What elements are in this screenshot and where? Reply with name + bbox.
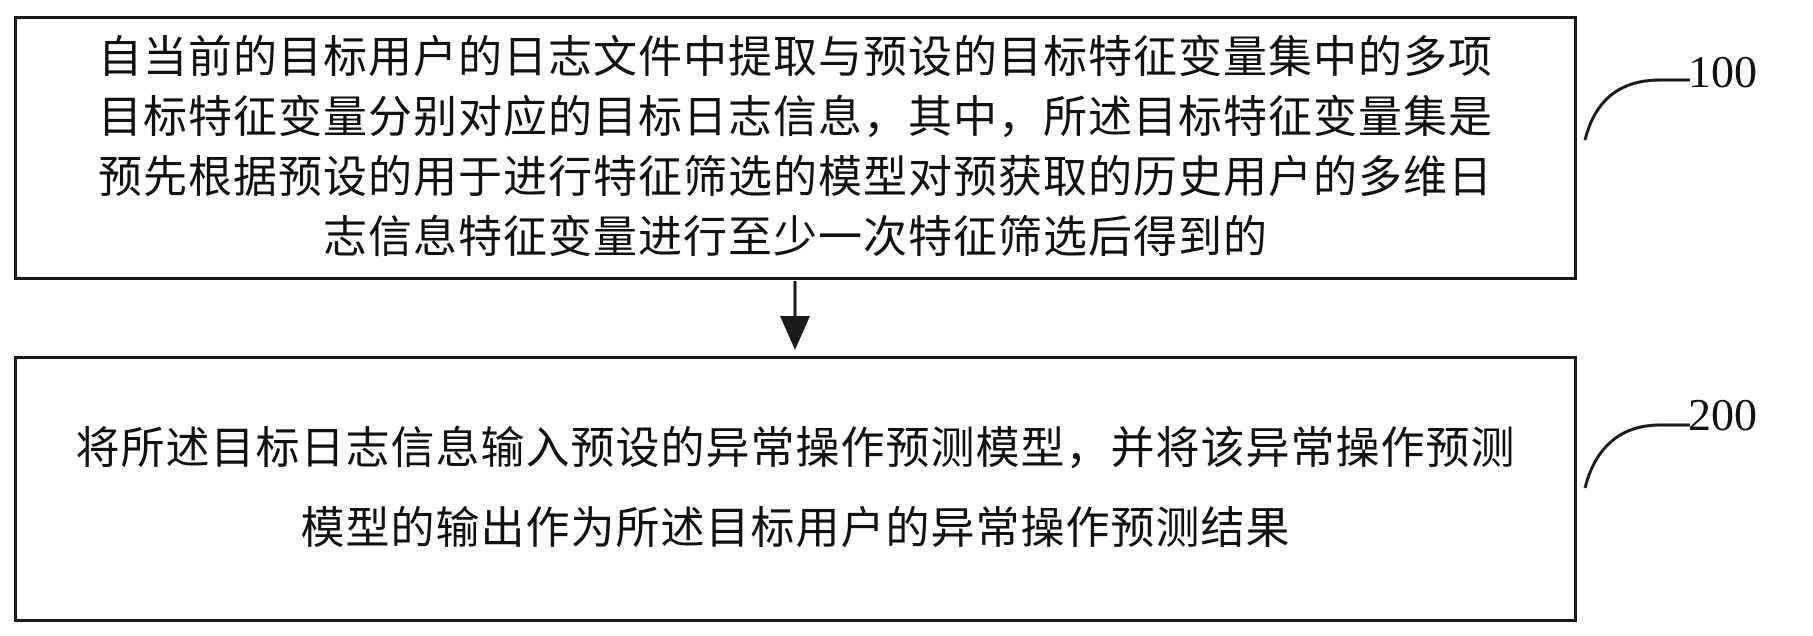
label-200-leader xyxy=(1583,423,1690,489)
step-100-box: 自当前的目标用户的日志文件中提取与预设的目标特征变量集中的多项目标特征变量分别对… xyxy=(14,16,1577,280)
step-label-100: 100 xyxy=(1688,46,1757,97)
step-200-box: 将所述目标日志信息输入预设的异常操作预测模型，并将该异常操作预测模型的输出作为所… xyxy=(14,356,1577,622)
label-100-leader xyxy=(1583,78,1690,141)
step-200-text: 将所述目标日志信息输入预设的异常操作预测模型，并将该异常操作预测模型的输出作为所… xyxy=(75,423,1516,554)
step-label-200: 200 xyxy=(1688,389,1757,440)
flow-arrow-head xyxy=(780,316,810,350)
step-100-text: 自当前的目标用户的日志文件中提取与预设的目标特征变量集中的多项目标特征变量分别对… xyxy=(98,32,1493,263)
